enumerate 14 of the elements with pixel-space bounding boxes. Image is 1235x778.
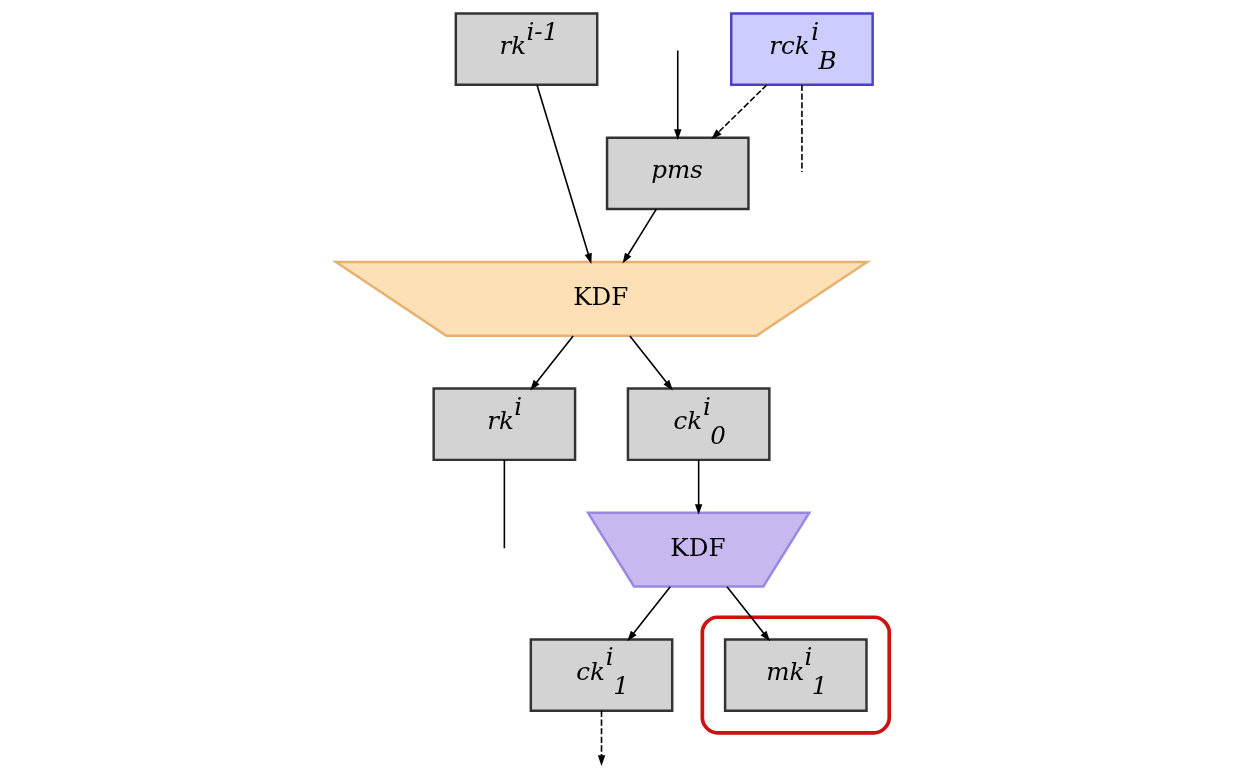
arrow bbox=[726, 585, 771, 642]
arrow bbox=[622, 208, 658, 264]
arrow bbox=[530, 335, 574, 391]
connector bbox=[503, 459, 506, 550]
connector bbox=[801, 84, 803, 173]
arrow bbox=[536, 84, 592, 264]
arrow bbox=[694, 459, 703, 515]
arrow bbox=[674, 49, 682, 140]
arrow bbox=[627, 585, 672, 642]
arrow bbox=[597, 710, 606, 766]
cluster bbox=[700, 615, 892, 735]
node-box: pms bbox=[605, 136, 750, 211]
arrow bbox=[711, 84, 768, 140]
arrow bbox=[629, 335, 673, 391]
